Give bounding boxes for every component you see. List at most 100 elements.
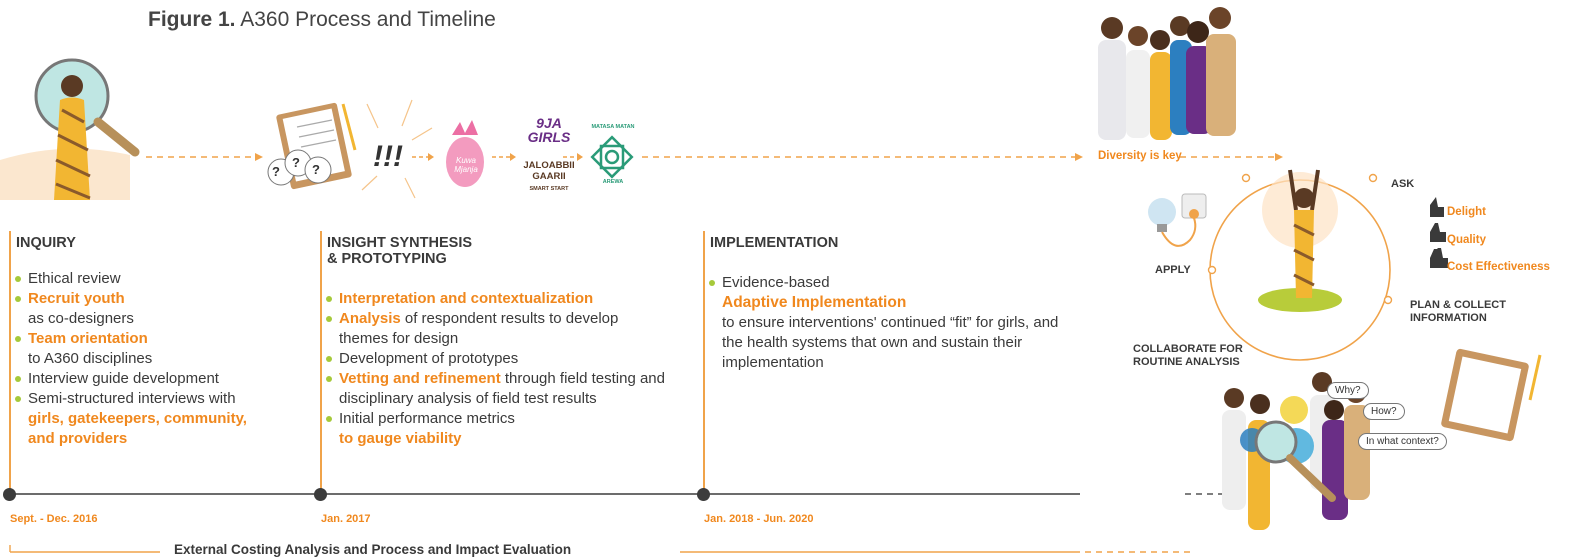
highlight-text: Vetting and refinement — [339, 370, 501, 387]
highlight-text: Adaptive Implementation — [722, 294, 907, 311]
jaloabbii-line-2: GAARII — [532, 171, 566, 182]
diverse-group-illustration — [1098, 7, 1236, 140]
highlight-text: girls, gatekeepers, community, and provi… — [28, 410, 247, 447]
inquiry-magnifier-illustration — [34, 58, 140, 200]
timeline-dot-2 — [314, 488, 327, 501]
collaborate-line-1: COLLABORATE FOR — [1133, 343, 1243, 355]
item-text: to ensure interventions' continued “fit”… — [722, 314, 1059, 371]
ninagirls-line-2: GIRLS — [527, 129, 571, 145]
arrowhead-small-2 — [510, 153, 516, 161]
figure-title: Figure 1. A360 Process and Timeline — [148, 8, 496, 32]
highlight-text: Team orientation — [28, 330, 148, 347]
figure-title-text: A360 Process and Timeline — [240, 8, 496, 31]
kuwa-mjanja-logo — [446, 120, 484, 187]
date-inquiry: Sept. - Dec. 2016 — [10, 513, 98, 525]
insight-heading: INSIGHT SYNTHESIS& PROTOTYPING — [327, 235, 472, 267]
hand-icons — [1430, 197, 1448, 268]
implementation-vertical-line — [703, 231, 705, 493]
ask-label: ASK — [1391, 178, 1415, 190]
item-text: Initial performance metrics — [339, 410, 515, 427]
list-item: Analysis of respondent results to develo… — [326, 309, 666, 349]
plan-line-1: PLAN & COLLECT — [1410, 299, 1506, 311]
arrowhead-2 — [1075, 153, 1083, 161]
matasa-top-text: MATASA MATAN — [591, 124, 635, 130]
highlight-text: Analysis — [339, 310, 401, 327]
bubble-how: How? — [1363, 403, 1405, 420]
list-item: Interpretation and contextualization — [326, 289, 666, 309]
bubble-why: Why? — [1327, 382, 1369, 399]
arrowhead-1 — [255, 153, 263, 161]
ask-item-cost: Cost Effectiveness — [1447, 261, 1550, 273]
figure-label: Figure 1. — [148, 8, 236, 31]
inquiry-heading-line: INQUIRY — [16, 235, 76, 251]
plan-line-2: INFORMATION — [1410, 312, 1487, 324]
inquiry-vertical-line — [9, 231, 11, 493]
item-text: through field testing and disciplinary a… — [339, 370, 665, 407]
highlight-text: to gauge viability — [339, 430, 462, 447]
item-text: Interview guide development — [28, 370, 219, 387]
list-item: Team orientation to A360 disciplines — [15, 329, 255, 369]
item-text: Ethical review — [28, 270, 121, 287]
ask-item-delight: Delight — [1447, 206, 1486, 218]
kuwa-mjanja-text: Kuwa Mjanja — [454, 156, 478, 174]
jaloabbii-line-1: JALOABBII — [523, 160, 575, 171]
item-text: Evidence-based — [722, 274, 830, 291]
list-item: Semi-structured interviews with girls, g… — [15, 389, 255, 449]
item-text: Development of prototypes — [339, 350, 519, 367]
jaloabbii-line-3: SMART START — [529, 186, 569, 192]
matasa-bottom-text: AREWA — [602, 179, 624, 185]
highlight-text: Interpretation and contextualization — [339, 290, 594, 307]
bulb-plug-illustration — [1148, 193, 1207, 247]
clipboard-illustration — [267, 102, 357, 190]
diversity-label: Diversity is key — [1098, 150, 1182, 162]
item-text: of respondent results to develop themes … — [339, 310, 619, 347]
burst-lines — [361, 99, 433, 199]
list-item: Vetting and refinement through field tes… — [326, 369, 666, 409]
matasa-matan-logo — [590, 135, 634, 179]
item-text: Semi-structured interviews with — [28, 390, 236, 407]
apply-label: APPLY — [1155, 264, 1191, 276]
question-mark-1: ? — [272, 164, 280, 179]
insight-heading-line-2: & PROTOTYPING — [327, 251, 447, 267]
collaborate-line-2: ROUTINE ANALYSIS — [1133, 356, 1240, 368]
timeline-dot-3 — [697, 488, 710, 501]
date-insight: Jan. 2017 — [321, 513, 371, 525]
list-item: Ethical review — [15, 269, 255, 289]
arrowhead-small-3 — [577, 153, 583, 161]
insight-heading-line-1: INSIGHT SYNTHESIS — [327, 235, 473, 251]
timeline-dot-1 — [3, 488, 16, 501]
evaluation-band-label: External Costing Analysis and Process an… — [174, 542, 572, 557]
date-implementation: Jan. 2018 - Jun. 2020 — [704, 513, 814, 525]
list-item: Development of prototypes — [326, 349, 666, 369]
item-text: to A360 disciplines — [28, 350, 153, 367]
question-mark-2: ? — [292, 155, 300, 170]
inquiry-heading: INQUIRY — [16, 235, 76, 251]
list-item: Recruit youth as co-designers — [15, 289, 255, 329]
ask-item-quality: Quality — [1447, 234, 1486, 246]
collaborate-group-illustration — [1222, 372, 1370, 530]
question-mark-3: ? — [312, 162, 320, 177]
insight-vertical-line — [320, 231, 322, 493]
arrowhead-3 — [1275, 153, 1283, 161]
exclamation-marks: !!! — [373, 140, 403, 173]
bubble-context: In what context? — [1358, 433, 1447, 450]
item-text: as co-designers — [28, 310, 134, 327]
highlight-text: Recruit youth — [28, 290, 125, 307]
arrowhead-small-1 — [428, 153, 434, 161]
ninagirls-line-1: 9JA — [536, 115, 562, 131]
list-item: Interview guide development — [15, 369, 255, 389]
adaptive-cycle — [1207, 169, 1393, 361]
list-item: Initial performance metrics to gauge viab… — [326, 409, 666, 449]
implementation-heading-line: IMPLEMENTATION — [710, 235, 839, 251]
implementation-heading: IMPLEMENTATION — [710, 235, 838, 251]
checklist-clipboard — [1441, 348, 1542, 442]
